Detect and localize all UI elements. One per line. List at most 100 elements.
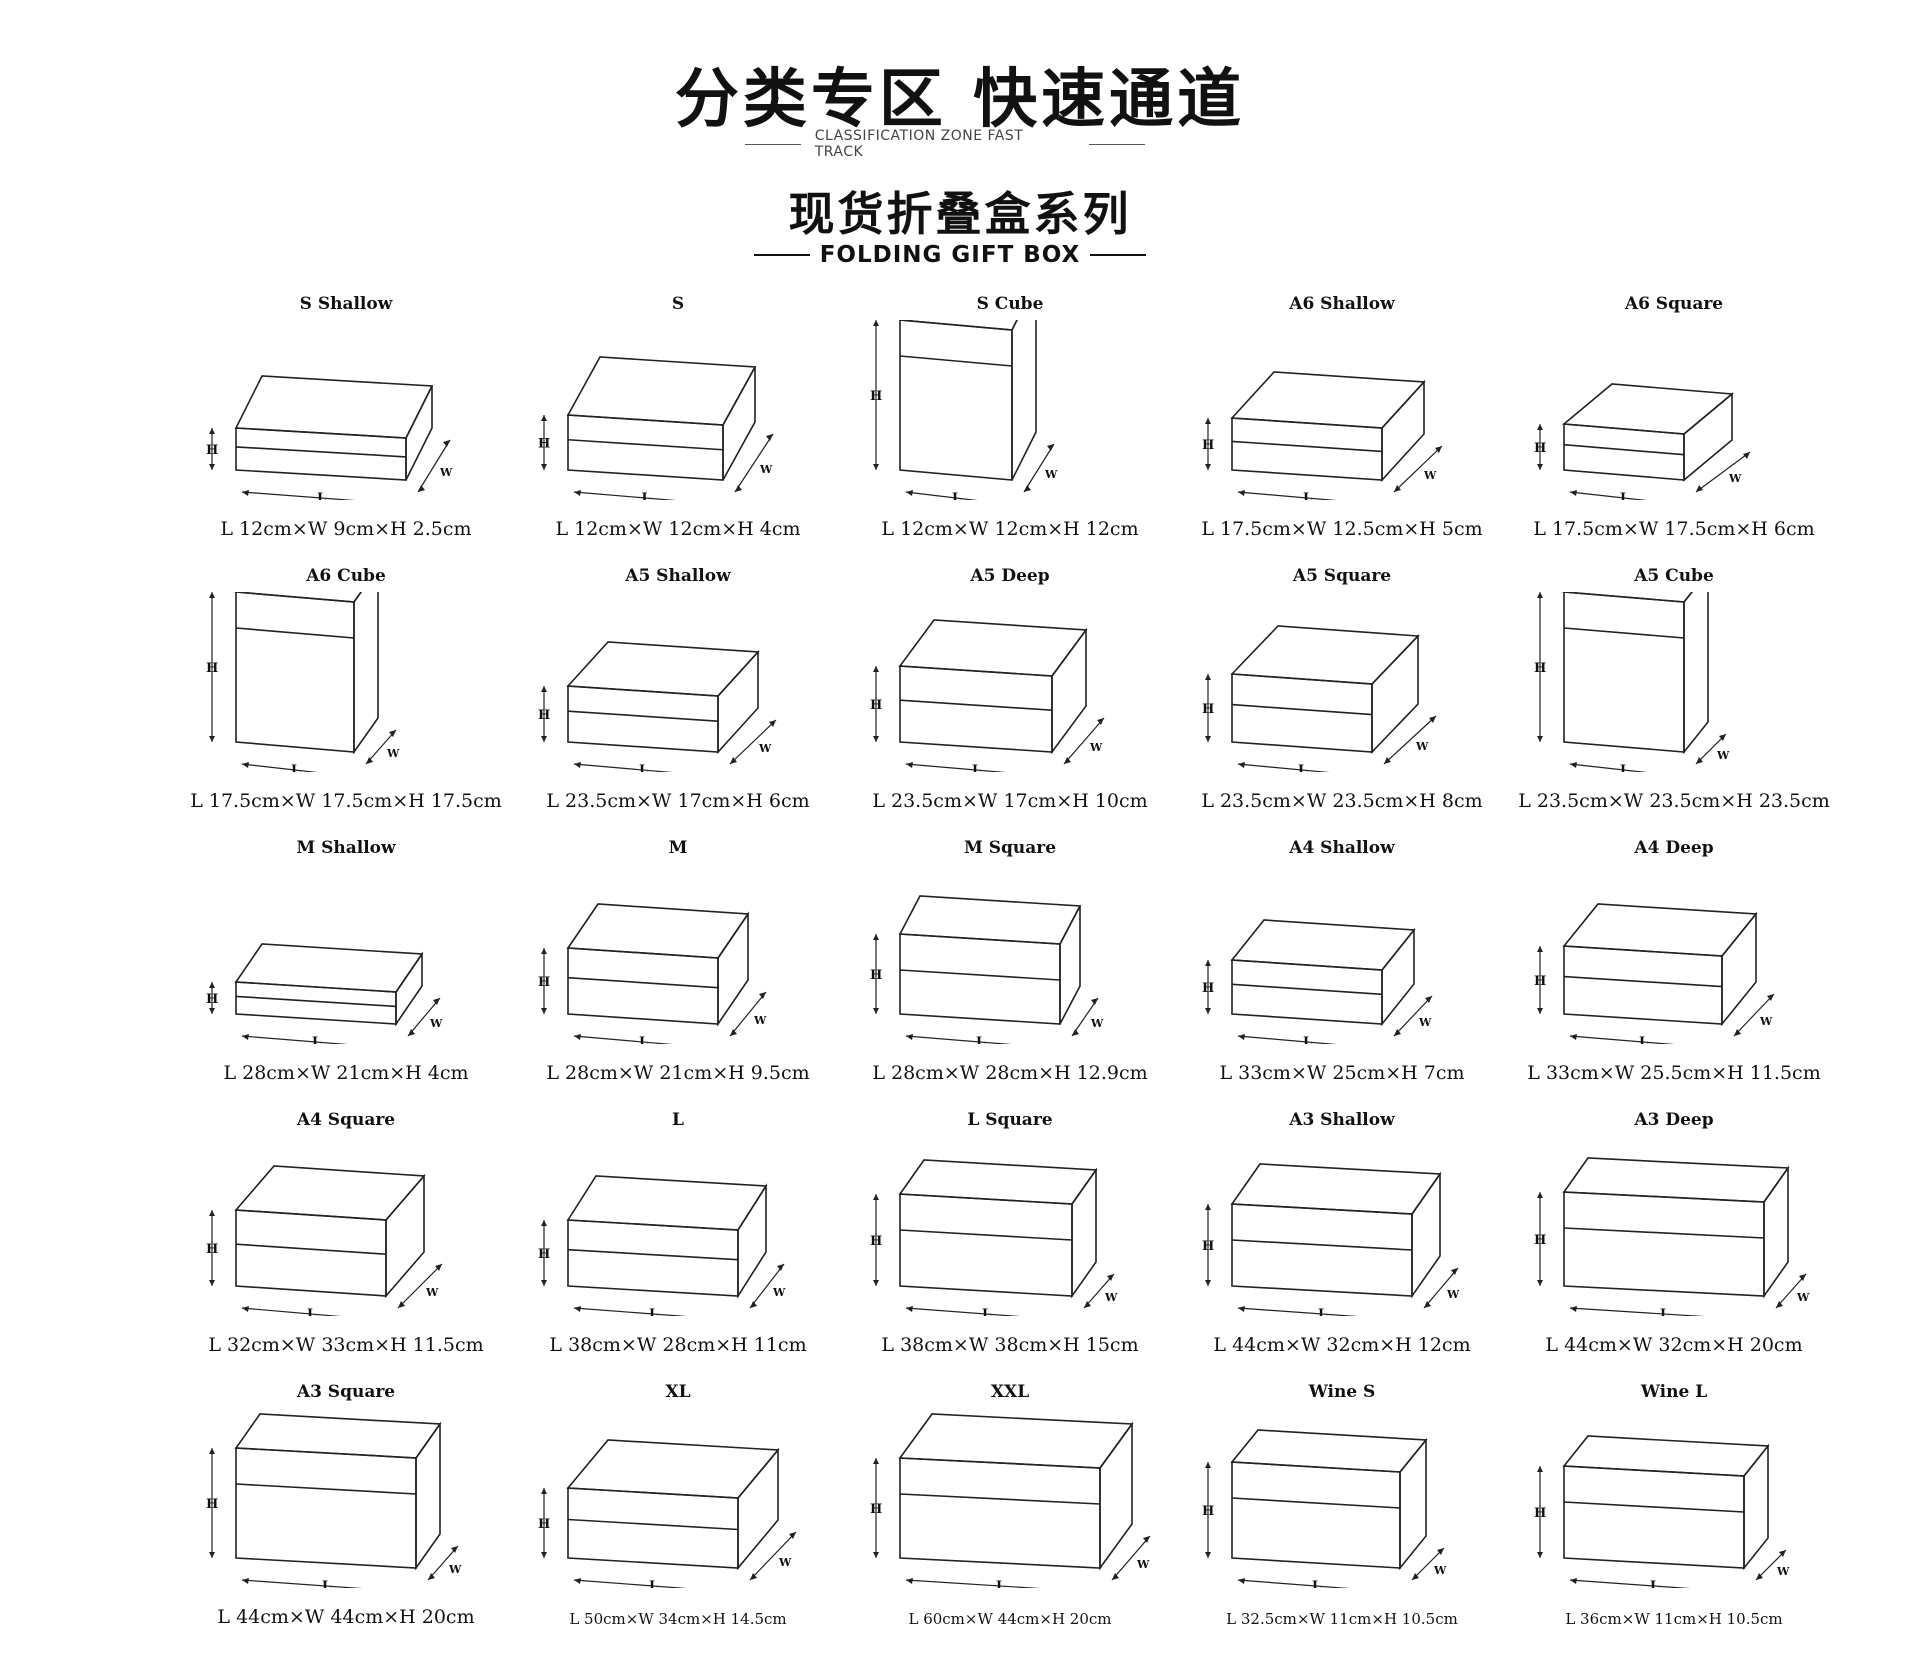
arrowhead-icon (1205, 674, 1211, 680)
length-arrow (1237, 1307, 1359, 1316)
length-label: L (649, 1579, 658, 1588)
length-arrow (1237, 491, 1337, 500)
width-label: W (1136, 1558, 1150, 1571)
arrowhead-icon (873, 320, 879, 326)
product-name: A5 Shallow (625, 566, 731, 586)
height-label: H (870, 968, 882, 983)
length-arrow (905, 1307, 1021, 1316)
width-label: W (1104, 1291, 1118, 1304)
product-dimensions: L 33cm×W 25cm×H 7cm (1219, 1062, 1465, 1084)
box-lid-line (899, 1229, 1073, 1241)
width-label: W (1418, 1016, 1432, 1029)
arrowhead-icon (730, 1029, 737, 1036)
arrowhead-icon (1756, 1573, 1763, 1580)
width-arrow (1111, 1535, 1151, 1581)
arrowhead-icon (1537, 592, 1543, 598)
arrowhead-icon (242, 1306, 249, 1312)
box-top-face (234, 592, 363, 603)
box-side-face (1051, 627, 1087, 755)
arrowhead-icon (541, 1008, 547, 1014)
arrowhead-icon (541, 1220, 547, 1226)
arrowhead-icon (1047, 444, 1054, 451)
box-lid-line (567, 976, 719, 989)
product-dimensions: L 28cm×W 21cm×H 9.5cm (546, 1062, 810, 1084)
product-name: S Cube (976, 294, 1044, 314)
arrowhead-icon (209, 982, 215, 988)
box-front-face (1231, 1461, 1401, 1569)
arrowhead-icon (1743, 452, 1750, 459)
box-side-face (717, 649, 759, 755)
length-arrow (1569, 491, 1648, 500)
arrowhead-icon (209, 428, 215, 434)
width-label: W (425, 1286, 439, 1299)
arrowhead-icon (418, 485, 425, 492)
length-label: L (649, 1307, 658, 1316)
product-name: XL (665, 1382, 691, 1402)
width-arrow (1023, 443, 1055, 493)
width-label: W (1089, 741, 1103, 754)
box-lid-line (899, 969, 1061, 981)
length-label: L (1620, 763, 1629, 772)
arrowhead-icon (541, 1280, 547, 1286)
length-arrow (1569, 1307, 1705, 1316)
length-label: L (1650, 1579, 1659, 1588)
width-label: W (1415, 740, 1429, 753)
width-label: W (1796, 1291, 1810, 1304)
arrowhead-icon (1570, 762, 1577, 768)
arrowhead-icon (1107, 1274, 1114, 1281)
width-arrow (749, 1263, 785, 1309)
box-side-face (1399, 1437, 1427, 1571)
height-label: H (1534, 1506, 1546, 1521)
box-illustration: HLW (1534, 1157, 1810, 1316)
arrowhead-icon (873, 1008, 879, 1014)
width-arrow (1423, 1267, 1459, 1309)
length-arrow (573, 1307, 688, 1316)
width-arrow (365, 729, 397, 765)
arrowhead-icon (1570, 1306, 1577, 1312)
arrowhead-icon (398, 1301, 405, 1308)
arrowhead-icon (1205, 1552, 1211, 1558)
box-lid-line (1231, 983, 1383, 996)
product-dimensions: L 38cm×W 28cm×H 11cm (549, 1334, 807, 1356)
product-name: A6 Cube (306, 566, 386, 586)
arrowhead-icon (750, 1573, 757, 1580)
box-top-face (898, 320, 1018, 331)
width-label: W (753, 1014, 767, 1027)
box-lid-line (899, 1493, 1101, 1505)
arrowhead-icon (435, 1264, 442, 1271)
series-subtitle-row: FOLDING GIFT BOX (740, 241, 1160, 269)
length-arrow (905, 1579, 1041, 1588)
box-top-face (1562, 903, 1758, 957)
length-label: L (1639, 1035, 1648, 1044)
box-front-face (235, 981, 397, 1025)
arrowhead-icon (1205, 1008, 1211, 1014)
arrowhead-icon (1112, 1573, 1119, 1580)
product-name: A5 Cube (1634, 566, 1714, 586)
box-top-face (566, 1439, 780, 1499)
arrowhead-icon (1205, 960, 1211, 966)
length-label: L (1318, 1307, 1327, 1316)
box-side-face (1011, 320, 1037, 481)
box-top-face (898, 1159, 1098, 1205)
divider-line-left (753, 254, 810, 256)
box-front-face (1563, 1465, 1745, 1569)
box-side-face (1099, 1421, 1133, 1571)
box-lid-line (1563, 1227, 1765, 1239)
arrowhead-icon (209, 1448, 215, 1454)
box-side-face (1059, 905, 1081, 1025)
product-dimensions: L 28cm×W 21cm×H 4cm (223, 1062, 469, 1084)
box-lid-line (1231, 1497, 1401, 1509)
width-arrow (1755, 1549, 1787, 1581)
box-illustration: HLW (1202, 919, 1433, 1044)
page-title: 分类专区 快速通道 (674, 63, 1246, 137)
arrowhead-icon (1776, 1301, 1783, 1308)
box-illustration: HLW (870, 1413, 1151, 1588)
divider-line-left (745, 143, 801, 145)
